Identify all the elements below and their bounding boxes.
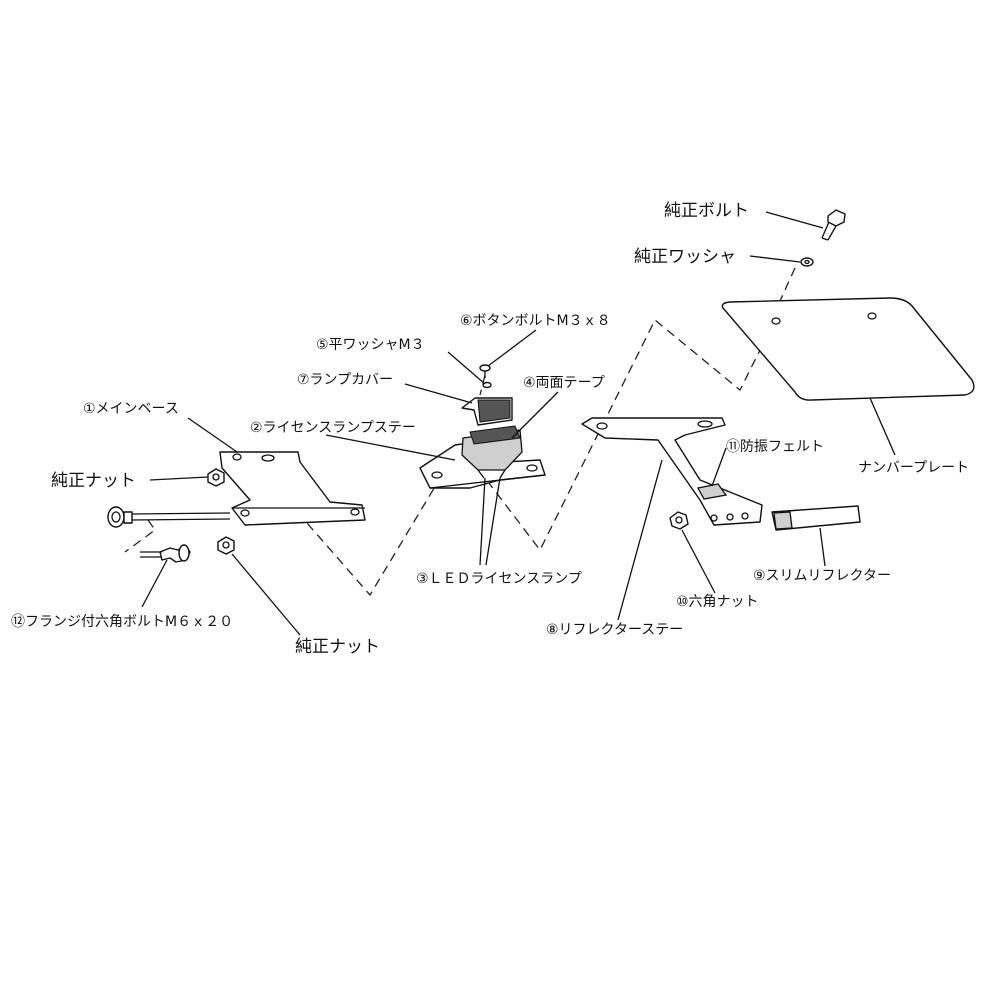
label-reflector-stay: ⑧リフレクターステー [546,622,683,638]
label-led-license-lamp: ③ＬＥＤライセンスランプ [416,571,582,587]
reflector-stay-part [581,417,763,526]
label-genuine-bolt: 純正ボルト [664,201,749,221]
slim-reflector-part [771,505,861,531]
label-genuine-nut-1: 純正ナット [51,471,136,491]
label-genuine-washer: 純正ワッシャ [634,247,736,267]
label-hex-nut: ⑩六角ナット [676,594,759,610]
genuine-washer-part [800,257,814,267]
hex-nut-part [669,511,689,530]
button-bolt-part [479,364,491,378]
lamp-cover-part [461,397,513,426]
long-bolt-part [107,506,231,528]
label-button-bolt: ⑥ボタンボルトM３ｘ８ [460,313,611,329]
genuine-bolt-part [821,209,846,241]
leader-lines [141,211,896,636]
label-license-lamp-stay: ②ライセンスランプステー [250,420,416,436]
label-genuine-nut-2: 純正ナット [295,637,380,657]
label-lamp-cover: ⑦ランプカバー [297,372,393,388]
main-base-part [219,451,366,526]
label-flat-washer: ⑤平ワッシャM３ [316,337,425,353]
label-main-base: ①メインベース [83,401,179,417]
label-slim-reflector: ⑨スリムリフレクター [753,568,891,584]
label-license-plate: ナンバープレート [858,460,969,476]
genuine-nut-bottom-part [217,536,235,555]
label-anti-vibration-felt: ⑪防振フェルト [726,439,824,455]
genuine-nut-top-part [207,468,225,487]
flange-hex-bolt-part [140,544,191,563]
license-plate-part [721,297,975,401]
label-double-sided-tape: ④両面テープ [523,375,605,391]
label-flange-hex-bolt: ⑫フランジ付六角ボルトM６ｘ２０ [11,614,233,630]
